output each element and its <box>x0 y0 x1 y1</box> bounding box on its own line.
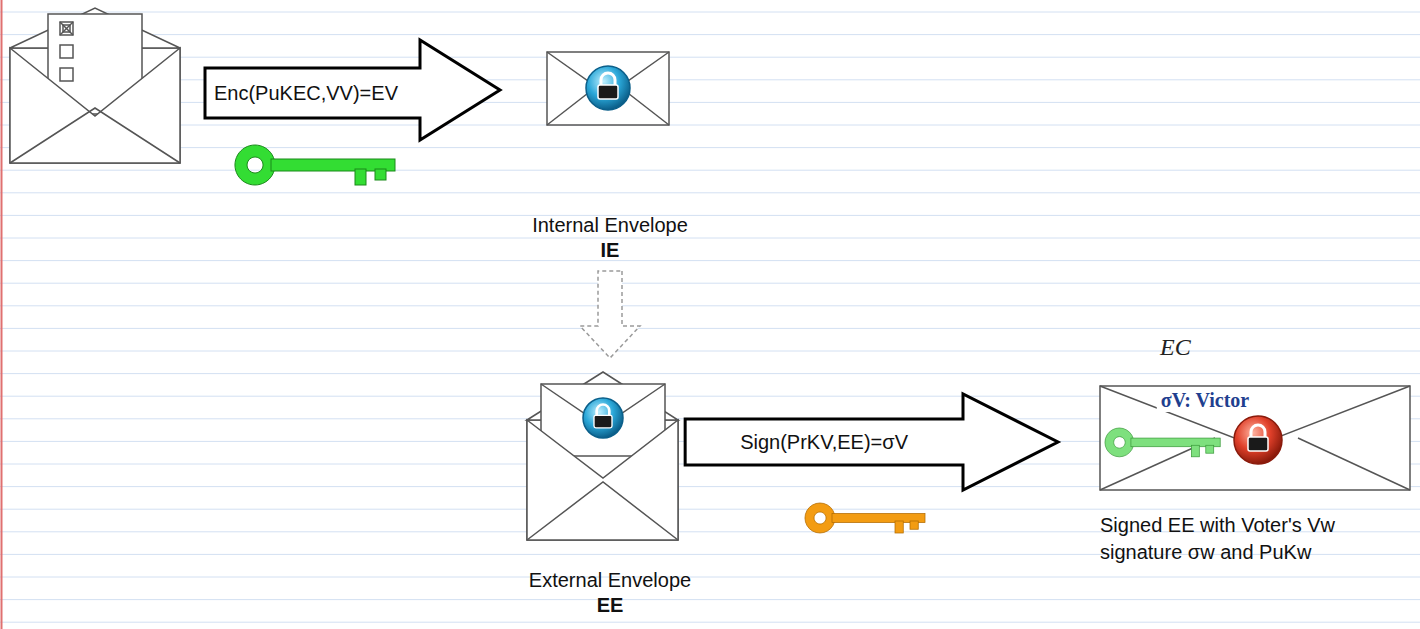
ruled-line <box>0 34 1420 35</box>
operation-label: Sign(PrKV,EE)=σV <box>738 430 910 454</box>
ruled-line <box>0 260 1420 261</box>
external-envelope <box>527 372 678 540</box>
ruled-line <box>0 599 1420 600</box>
ruled-line <box>0 328 1420 329</box>
signed-envelope-node: σV: VictorSigned EE with Voter's Vw sign… <box>1058 380 1416 570</box>
signature-text: σV: Victor <box>1157 388 1253 412</box>
margin-line <box>1 0 3 629</box>
ballot-envelope <box>10 8 180 163</box>
node-abbrev: EE <box>597 593 624 617</box>
ruled-line <box>0 622 1420 623</box>
ruled-line <box>0 373 1420 374</box>
ruled-line <box>0 125 1420 126</box>
operation-label: Enc(PuKEC,VV)=EV <box>212 81 400 105</box>
ruled-line <box>0 192 1420 193</box>
public-key <box>235 145 395 185</box>
ruled-line <box>0 283 1420 284</box>
node-abbrev: IE <box>601 238 620 262</box>
ruled-line <box>0 57 1420 58</box>
internal-envelope <box>547 52 669 125</box>
ruled-line <box>0 12 1420 13</box>
node-caption: Signed EE with Voter's Vw signature σw a… <box>1100 512 1412 566</box>
ruled-line <box>0 238 1420 239</box>
block-arrow <box>685 394 1058 490</box>
ruled-line <box>0 305 1420 306</box>
node-caption: Internal Envelope <box>532 213 688 237</box>
dashed-block-arrow <box>580 271 640 358</box>
signed-envelope <box>1100 386 1410 490</box>
ruled-line <box>0 509 1420 510</box>
ruled-line <box>0 577 1420 578</box>
ruled-line <box>0 170 1420 171</box>
node-caption: External Envelope <box>529 568 691 592</box>
ruled-lines <box>0 12 1420 622</box>
envelope-node: Internal EnvelopeIE <box>520 45 700 265</box>
ruled-line <box>0 215 1420 216</box>
handwritten-label: EC <box>1160 333 1191 362</box>
encrypt-arrow <box>205 40 500 140</box>
ruled-line <box>0 147 1420 148</box>
envelope-node: External EnvelopeEE <box>510 362 695 619</box>
private-key <box>805 503 925 533</box>
ruled-line <box>0 351 1420 352</box>
